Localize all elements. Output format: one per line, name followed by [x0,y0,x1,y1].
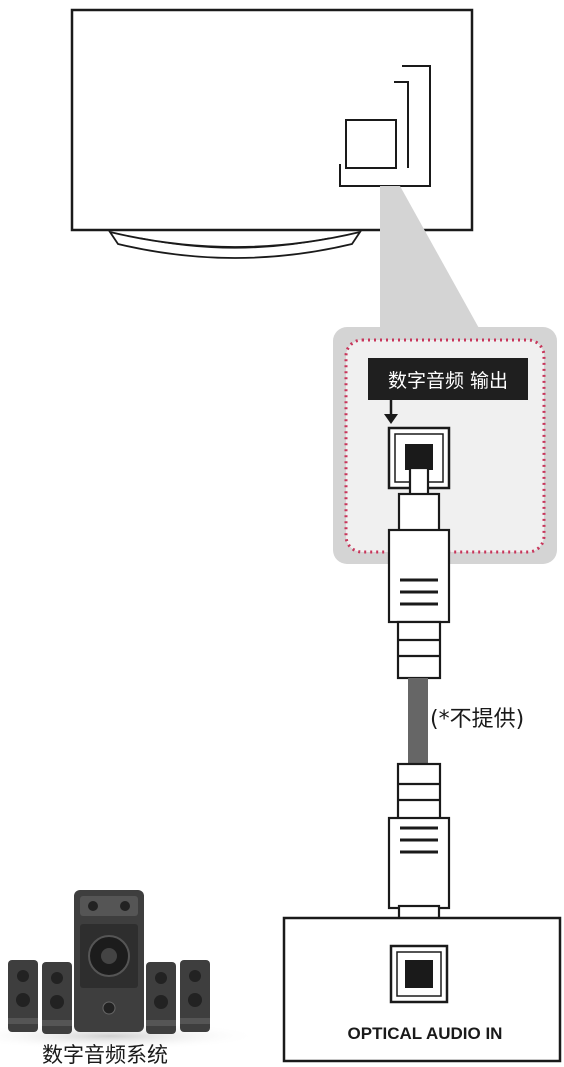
speaker-icon [8,960,38,1032]
receiver-port-label: OPTICAL AUDIO IN [348,1024,503,1043]
optical-port-icon [387,426,451,490]
tv-port-label: 数字音频 输出 [388,370,508,392]
speaker-system: 数字音频系统 [0,890,260,1067]
subwoofer-icon [74,890,144,1032]
arrow-down-icon [384,400,398,424]
tv [70,8,474,259]
tv-port-label-box [368,358,528,400]
speaker-system-label: 数字音频系统 [42,1043,168,1067]
tv-stand [107,230,363,259]
speaker-icon [42,962,72,1034]
optical-port-icon [389,944,449,1004]
cable-note: (*不提供) [430,707,524,732]
tv-connector-housing [339,65,431,187]
zoom-callout [380,186,480,330]
audio-receiver: OPTICAL AUDIO IN [282,916,562,1063]
optical-cable [408,678,428,768]
speaker-icon [180,960,210,1032]
speaker-icon [146,962,176,1034]
cable-plug-top [387,466,451,680]
